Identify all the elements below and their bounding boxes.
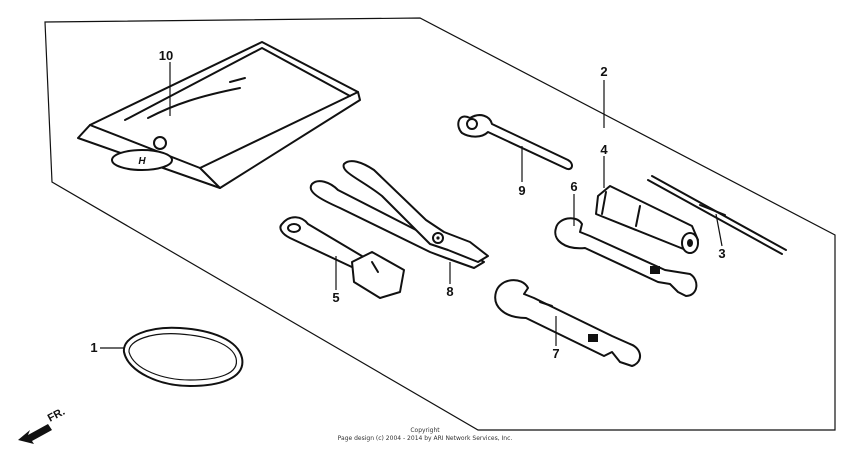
screwdriver[interactable] [647, 175, 787, 255]
open-end-wrench-large[interactable] [494, 279, 641, 367]
front-direction-arrow: FR. [18, 406, 67, 444]
tool-bag[interactable]: H [77, 41, 361, 189]
bag-logo [111, 149, 173, 171]
callout-10: 10 [159, 48, 173, 63]
bag-logo-text: H [138, 156, 146, 167]
callout-8: 8 [446, 284, 453, 299]
open-end-wrench-small[interactable] [554, 217, 698, 297]
kit-outline [44, 17, 836, 431]
copyright-line2: Page design (c) 2004 - 2014 by ARI Netwo… [338, 435, 513, 442]
o-ring[interactable] [122, 326, 244, 387]
callout-2: 2 [600, 64, 607, 79]
fr-label: FR. [46, 406, 67, 425]
callout-1: 1 [90, 340, 97, 355]
callout-5: 5 [332, 290, 339, 305]
leader-lines [100, 62, 723, 349]
screwdriver-grip[interactable] [595, 185, 699, 254]
pliers[interactable] [309, 160, 489, 269]
spark-plug-wrench[interactable] [279, 216, 405, 299]
callout-9: 9 [518, 183, 525, 198]
copyright-line1: Copyright [410, 427, 440, 434]
pin-spanner[interactable] [457, 114, 573, 170]
callout-7: 7 [552, 346, 559, 361]
callout-3: 3 [718, 246, 725, 261]
callout-6: 6 [570, 179, 577, 194]
callout-4: 4 [600, 142, 608, 157]
